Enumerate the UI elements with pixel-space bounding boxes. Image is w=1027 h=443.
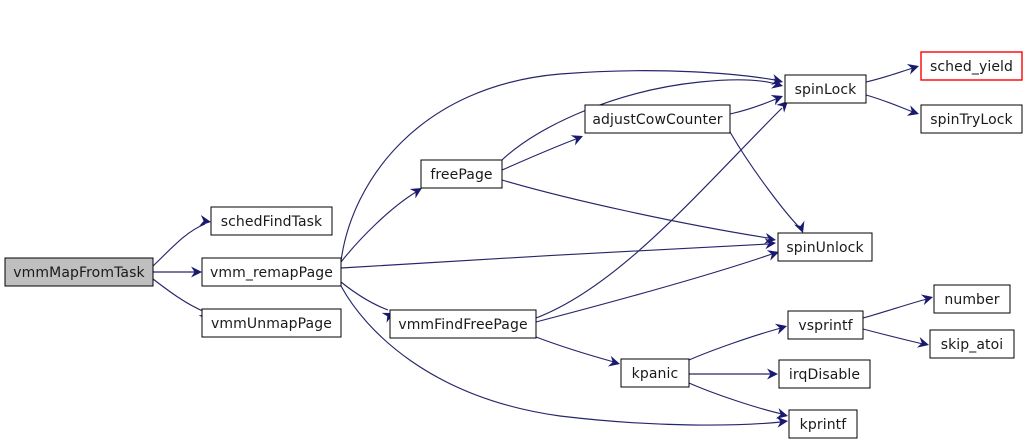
edge-vmmMapFromTask-to-vmm_remapPage bbox=[153, 266, 202, 278]
edges-layer bbox=[152, 63, 933, 428]
edge-kpanic-to-vsprintf bbox=[688, 323, 787, 361]
edge-kpanic-to-kprintf bbox=[688, 382, 788, 419]
edge-freePage-to-spinLock bbox=[501, 78, 783, 161]
node-label-number: number bbox=[944, 292, 999, 308]
node-box-spinUnlock[interactable] bbox=[777, 232, 873, 262]
arrow-head-icon bbox=[920, 294, 933, 306]
node-vmmUnmapPage[interactable]: vmmUnmapPage bbox=[201, 308, 342, 338]
edge-vmm_remapPage-to-freePage bbox=[340, 188, 422, 263]
arrow-head-icon bbox=[607, 355, 620, 367]
arrow-head-icon bbox=[770, 95, 783, 106]
node-label-kpanic: kpanic bbox=[632, 366, 679, 382]
arrow-head-icon bbox=[199, 215, 211, 226]
arrow-head-icon bbox=[776, 416, 788, 428]
node-box-spinTryLock[interactable] bbox=[920, 104, 1023, 134]
node-label-kprintf: kprintf bbox=[800, 417, 848, 433]
node-vmmMapFromTask[interactable]: vmmMapFromTask bbox=[4, 257, 154, 287]
node-label-sched_yield: sched_yield bbox=[930, 59, 1013, 75]
edge-vmmFindFreePage-to-kpanic bbox=[535, 336, 620, 367]
node-spinTryLock[interactable]: spinTryLock bbox=[920, 104, 1023, 134]
edge-vmmFindFreePage-to-spinUnlock bbox=[535, 250, 779, 323]
node-label-freePage: freePage bbox=[430, 167, 492, 183]
node-box-kpanic[interactable] bbox=[620, 358, 690, 388]
edge-freePage-to-adjustCowCounter bbox=[501, 135, 583, 171]
edge-spinLock-to-sched_yield bbox=[865, 63, 919, 83]
node-label-vmmUnmapPage: vmmUnmapPage bbox=[211, 316, 332, 332]
node-vmmFindFreePage[interactable]: vmmFindFreePage bbox=[389, 309, 537, 339]
node-label-adjustCowCounter: adjustCowCounter bbox=[592, 112, 722, 128]
arrow-head-icon bbox=[409, 188, 422, 199]
node-sched_yield[interactable]: sched_yield bbox=[920, 51, 1023, 81]
node-label-irqDisable: irqDisable bbox=[789, 367, 860, 383]
arrow-head-icon bbox=[764, 232, 776, 244]
arrow-head-icon bbox=[794, 220, 805, 233]
arrow-head-icon bbox=[770, 78, 783, 89]
node-box-number[interactable] bbox=[933, 284, 1011, 314]
edge-vmmMapFromTask-to-schedFindTask bbox=[152, 215, 211, 267]
node-label-schedFindTask: schedFindTask bbox=[221, 214, 323, 230]
node-box-vsprintf[interactable] bbox=[787, 310, 864, 340]
node-box-schedFindTask[interactable] bbox=[210, 206, 333, 236]
arrow-head-icon bbox=[774, 323, 787, 335]
node-box-vmmFindFreePage[interactable] bbox=[389, 309, 537, 339]
node-vsprintf[interactable]: vsprintf bbox=[787, 310, 864, 340]
arrow-head-icon bbox=[916, 337, 929, 348]
node-vmm_remapPage[interactable]: vmm_remapPage bbox=[201, 257, 342, 287]
node-freePage[interactable]: freePage bbox=[420, 159, 503, 189]
edge-freePage-to-spinUnlock bbox=[501, 179, 776, 244]
node-irqDisable[interactable]: irqDisable bbox=[778, 359, 871, 389]
edge-adjustCowCounter-to-spinLock bbox=[729, 95, 783, 115]
node-box-freePage[interactable] bbox=[420, 159, 503, 189]
node-label-vsprintf: vsprintf bbox=[798, 318, 853, 334]
node-number[interactable]: number bbox=[933, 284, 1011, 314]
edge-adjustCowCounter-to-spinUnlock bbox=[729, 131, 805, 233]
node-spinUnlock[interactable]: spinUnlock bbox=[777, 232, 873, 262]
node-box-spinLock[interactable] bbox=[784, 74, 867, 104]
arrow-head-icon bbox=[771, 74, 783, 85]
arrow-head-icon bbox=[766, 250, 779, 261]
arrow-head-icon bbox=[767, 368, 778, 380]
node-box-vmm_remapPage[interactable] bbox=[201, 257, 342, 287]
node-box-kprintf[interactable] bbox=[788, 409, 858, 439]
arrow-head-icon bbox=[906, 105, 919, 116]
edge-vmm_remapPage-to-spinLock bbox=[340, 70, 783, 262]
node-box-vmmMapFromTask[interactable] bbox=[4, 257, 154, 287]
node-label-vmmFindFreePage: vmmFindFreePage bbox=[398, 317, 527, 333]
node-spinLock[interactable]: spinLock bbox=[784, 74, 867, 104]
arrow-head-icon bbox=[570, 135, 583, 146]
arrow-head-icon bbox=[776, 408, 788, 419]
edge-spinLock-to-spinTryLock bbox=[865, 94, 919, 116]
nodes-layer: vmmMapFromTask schedFindTask vmm_remapPage… bbox=[4, 51, 1023, 439]
edge-vmm_remapPage-to-vmmFindFreePage bbox=[340, 281, 394, 323]
edge-kpanic-to-irqDisable bbox=[689, 368, 778, 380]
arrow-head-icon bbox=[906, 63, 919, 75]
node-box-sched_yield[interactable] bbox=[920, 51, 1023, 81]
edge-vmm_remapPage-to-spinUnlock bbox=[340, 238, 776, 269]
node-label-spinLock: spinLock bbox=[795, 82, 857, 98]
arrow-head-icon bbox=[191, 266, 202, 278]
node-box-adjustCowCounter[interactable] bbox=[584, 104, 731, 134]
node-box-irqDisable[interactable] bbox=[778, 359, 871, 389]
node-label-vmm_remapPage: vmm_remapPage bbox=[210, 265, 333, 281]
node-label-vmmMapFromTask: vmmMapFromTask bbox=[13, 265, 145, 281]
node-kpanic[interactable]: kpanic bbox=[620, 358, 690, 388]
node-label-skip_atoi: skip_atoi bbox=[941, 337, 1004, 353]
node-label-spinUnlock: spinUnlock bbox=[786, 240, 864, 256]
node-kprintf[interactable]: kprintf bbox=[788, 409, 858, 439]
edge-vsprintf-to-number bbox=[862, 294, 933, 319]
node-schedFindTask[interactable]: schedFindTask bbox=[210, 206, 333, 236]
node-adjustCowCounter[interactable]: adjustCowCounter bbox=[584, 104, 731, 134]
node-skip_atoi[interactable]: skip_atoi bbox=[929, 329, 1015, 359]
node-box-skip_atoi[interactable] bbox=[929, 329, 1015, 359]
node-box-vmmUnmapPage[interactable] bbox=[201, 308, 342, 338]
node-label-spinTryLock: spinTryLock bbox=[930, 112, 1013, 128]
edge-vmm_remapPage-to-kprintf bbox=[340, 285, 788, 428]
edge-vsprintf-to-skip_atoi bbox=[862, 328, 929, 348]
